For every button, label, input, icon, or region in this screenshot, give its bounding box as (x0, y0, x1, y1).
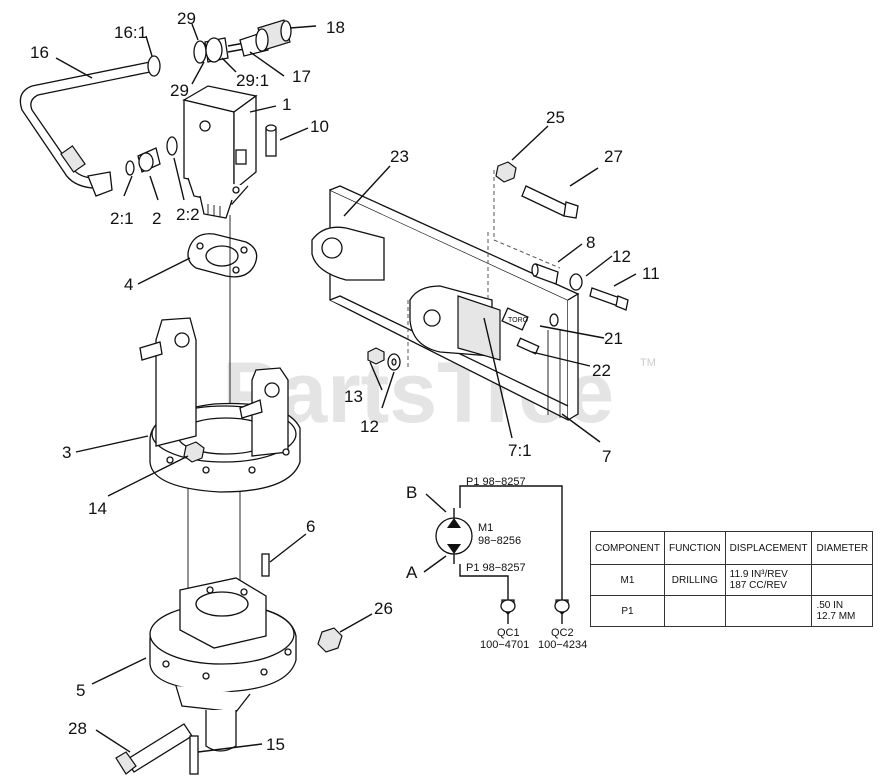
hydraulic-schematic (423, 485, 570, 624)
callout-10: 10 (310, 117, 329, 136)
bolt-27 (521, 185, 579, 219)
component-table: COMPONENT FUNCTION DISPLACEMENT DIAMETER… (590, 531, 874, 627)
header-component: COMPONENT (590, 531, 665, 565)
callout-13: 13 (344, 387, 363, 406)
callout-25: 25 (546, 108, 565, 127)
callout-2: 2 (152, 209, 161, 228)
callout-22: 22 (592, 361, 611, 380)
cell-diameter (811, 564, 874, 596)
displacement-in: 11.9 IN³/REV (729, 569, 788, 580)
table-header-row: COMPONENT FUNCTION DISPLACEMENT DIAMETER (590, 531, 874, 565)
callout-4: 4 (124, 275, 133, 294)
diameter-in: .50 IN (816, 600, 844, 611)
qc1-part: 100−4701 (480, 639, 529, 651)
decal-brand: TORO (508, 317, 529, 324)
nut-13 (367, 347, 385, 365)
motor-1 (182, 85, 258, 219)
watermark-tm: TM (640, 357, 656, 369)
o-ring-2-1 (125, 160, 135, 176)
callout-29-1: 29:1 (236, 71, 269, 90)
callout-27: 27 (604, 147, 623, 166)
callout-23: 23 (390, 147, 409, 166)
dash-guides (407, 170, 561, 370)
displacement-cc: 187 CC/REV (729, 580, 787, 591)
fitting-2 (137, 147, 161, 173)
fitting-16-1 (147, 55, 161, 77)
cell-function (664, 595, 726, 627)
callout-8: 8 (586, 233, 595, 252)
callout-12-upper: 12 (612, 247, 631, 266)
gearbox-5 (149, 577, 297, 752)
cell-displacement (724, 595, 813, 627)
leader-lines (55, 23, 637, 753)
bolt-15 (189, 735, 199, 775)
fitting-29-group (193, 37, 251, 64)
callout-2-2: 2:2 (176, 205, 200, 224)
coupler-18 (255, 19, 292, 52)
washer-12-lower (387, 353, 401, 371)
qc1-id: QC1 (497, 627, 520, 639)
gasket-4 (187, 233, 258, 278)
qc2-part: 100−4234 (538, 639, 587, 651)
frame-23: TORO (311, 185, 580, 422)
cell-function: DRILLING (664, 564, 726, 596)
callout-21: 21 (604, 329, 623, 348)
callout-18: 18 (326, 18, 345, 37)
callout-11: 11 (642, 264, 660, 283)
callout-5: 5 (76, 681, 85, 700)
header-function: FUNCTION (664, 531, 726, 565)
callout-29-bottom: 29 (170, 81, 189, 100)
port-a-label: A (406, 563, 418, 582)
callout-28: 28 (68, 719, 87, 738)
header-diameter: DIAMETER (811, 531, 874, 565)
nut-26 (317, 627, 343, 653)
callout-2-1: 2:1 (110, 209, 134, 228)
port-b-label: B (406, 483, 417, 502)
hose-16 (19, 61, 151, 197)
callout-12-lower: 12 (360, 417, 379, 436)
nut-14 (183, 441, 205, 463)
motor-part: 98−8256 (478, 535, 521, 547)
qc2-id: QC2 (551, 627, 574, 639)
callout-7: 7 (602, 447, 611, 466)
pin-6 (261, 553, 270, 577)
bolt-10 (265, 124, 277, 157)
callout-14: 14 (88, 499, 107, 518)
cell-component: P1 (590, 595, 665, 627)
callout-3: 3 (62, 443, 71, 462)
callout-17: 17 (292, 67, 311, 86)
header-displacement: DISPLACEMENT (724, 531, 813, 565)
diameter-mm: 12.7 MM (816, 611, 856, 622)
callout-15: 15 (266, 735, 285, 754)
callout-1: 1 (282, 95, 291, 114)
callout-29-top: 29 (177, 9, 196, 28)
callout-6: 6 (306, 517, 315, 536)
washer-12-upper (569, 273, 583, 291)
hose-bottom-label: P1 98−8257 (466, 562, 526, 574)
nut-25 (495, 161, 517, 183)
cell-component: M1 (590, 564, 665, 596)
spacer-8 (531, 263, 559, 285)
callout-16-1: 16:1 (114, 23, 147, 42)
motor-id: M1 (478, 522, 493, 534)
bolt-11 (589, 287, 629, 311)
o-ring-2-2 (166, 136, 178, 156)
callout-16: 16 (30, 43, 49, 62)
callout-26: 26 (374, 599, 393, 618)
callout-7-1: 7:1 (508, 441, 532, 460)
hose-top-label: P1 98−8257 (466, 476, 526, 488)
bolt-28 (115, 723, 193, 775)
